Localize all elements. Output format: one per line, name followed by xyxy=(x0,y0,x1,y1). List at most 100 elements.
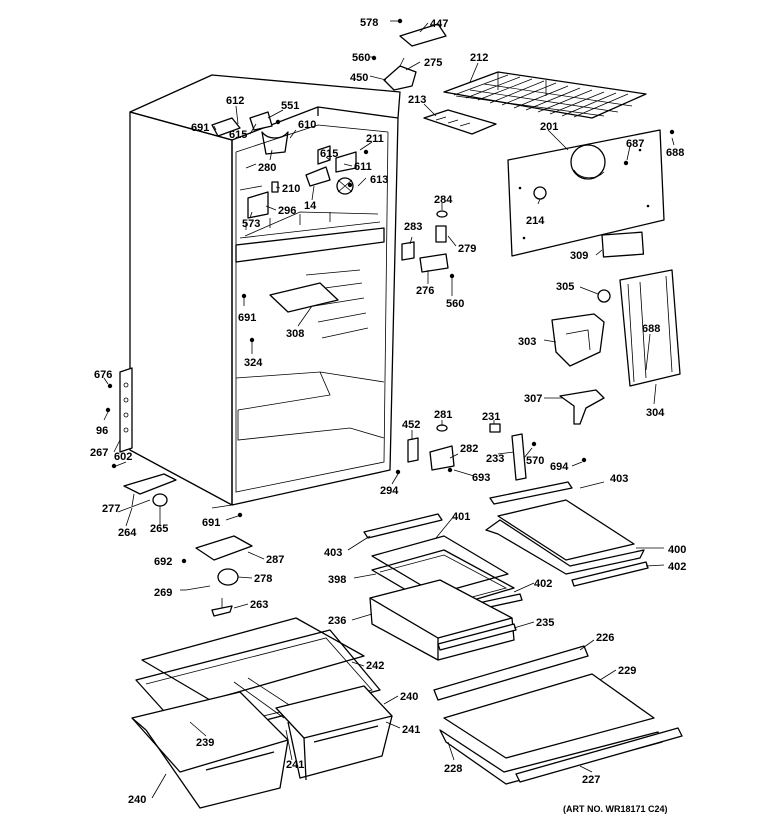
art-number-credit: (ART NO. WR18171 C24) xyxy=(563,804,668,814)
part-label-263: 263 xyxy=(250,599,268,611)
part-label-691b: 691 xyxy=(238,312,256,324)
fasteners xyxy=(105,18,675,564)
glass-shelf-229 xyxy=(443,673,655,759)
knob-305 xyxy=(597,289,611,303)
rail-235 xyxy=(437,623,517,651)
part-label-231: 231 xyxy=(482,411,500,423)
bracket-275-450 xyxy=(383,57,417,91)
hinge-277 xyxy=(123,473,177,495)
rail-227 xyxy=(515,727,683,783)
part-label-691a: 691 xyxy=(191,122,209,134)
part-label-324: 324 xyxy=(244,357,263,369)
part-label-240a: 240 xyxy=(400,691,418,703)
screw-264 xyxy=(117,499,151,513)
part-284 xyxy=(436,210,448,218)
part-label-403a: 403 xyxy=(610,473,628,485)
part-label-265: 265 xyxy=(150,523,168,535)
part-label-281: 281 xyxy=(434,409,452,421)
part-label-452: 452 xyxy=(402,419,420,431)
shelf-rail-402a xyxy=(571,561,649,587)
part-label-402b: 402 xyxy=(534,578,552,590)
part-label-693: 693 xyxy=(472,472,490,484)
part-label-228: 228 xyxy=(444,763,462,775)
part-label-400: 400 xyxy=(668,544,686,556)
part-label-282: 282 xyxy=(460,443,478,455)
part-label-284: 284 xyxy=(434,194,453,206)
refrigerator-cabinet xyxy=(129,74,401,509)
part-label-287: 287 xyxy=(266,554,284,566)
part-label-304: 304 xyxy=(646,407,665,419)
drawer-cover-242 xyxy=(141,617,365,701)
rail-226 xyxy=(433,645,589,701)
hinge-rail-left xyxy=(119,367,133,453)
part-label-570: 570 xyxy=(526,455,544,467)
control-housing-303 xyxy=(551,313,605,367)
part-label-267: 267 xyxy=(90,447,108,459)
part-label-294: 294 xyxy=(380,485,399,497)
leveler-263 xyxy=(211,605,233,617)
part-label-212: 212 xyxy=(470,52,488,64)
part-label-694: 694 xyxy=(550,461,569,473)
leader-lines xyxy=(103,20,675,799)
hinge-282 xyxy=(429,445,455,471)
shelf-rail-403a xyxy=(489,481,573,505)
part-label-611: 611 xyxy=(354,161,372,173)
part-label-227: 227 xyxy=(582,774,600,786)
part-279 xyxy=(435,225,447,243)
part-label-307: 307 xyxy=(524,393,542,405)
screw-269 xyxy=(185,585,211,591)
part-label-213: 213 xyxy=(408,94,426,106)
part-label-277: 277 xyxy=(102,503,120,515)
part-label-613: 613 xyxy=(370,174,388,186)
part-label-398: 398 xyxy=(328,574,346,586)
shelf-308 xyxy=(269,282,339,313)
glass-shelf-400 xyxy=(485,499,645,575)
meat-pan-236 xyxy=(369,579,515,661)
freezer-shelf-212 xyxy=(443,71,647,119)
ice-tray-213 xyxy=(423,109,497,135)
part-label-226: 226 xyxy=(596,632,614,644)
part-label-278: 278 xyxy=(254,573,272,585)
grille-447 xyxy=(399,23,447,47)
part-231 xyxy=(489,423,501,433)
part-label-214: 214 xyxy=(526,215,545,227)
part-label-264: 264 xyxy=(118,527,137,539)
part-label-236: 236 xyxy=(328,615,346,627)
part-label-210: 210 xyxy=(282,183,300,195)
part-label-560b: 560 xyxy=(446,298,464,310)
part-label-615b: 615 xyxy=(320,148,338,160)
part-label-239: 239 xyxy=(196,737,214,749)
part-label-602: 602 xyxy=(114,451,132,463)
part-label-403b: 403 xyxy=(324,547,342,559)
crisper-drawer-left xyxy=(131,691,289,809)
part-label-578: 578 xyxy=(360,17,378,29)
part-label-615a: 615 xyxy=(229,129,247,141)
control-panel-304 xyxy=(619,269,681,387)
part-label-303: 303 xyxy=(518,336,536,348)
part-label-269: 269 xyxy=(154,587,172,599)
shelf-rail-403b xyxy=(363,513,443,539)
part-276 xyxy=(419,253,449,273)
part-label-211: 211 xyxy=(366,133,384,145)
part-label-201: 201 xyxy=(540,121,558,133)
part-label-283: 283 xyxy=(404,221,422,233)
part-label-280: 280 xyxy=(258,162,276,174)
part-label-450: 450 xyxy=(350,72,368,84)
part-label-560a: 560 xyxy=(352,52,370,64)
bracket-287 xyxy=(195,535,253,561)
part-label-688a: 688 xyxy=(666,147,684,159)
part-label-96: 96 xyxy=(96,425,108,437)
part-label-14: 14 xyxy=(304,200,317,212)
part-label-573: 573 xyxy=(242,218,260,230)
part-label-305: 305 xyxy=(556,281,574,293)
part-label-401: 401 xyxy=(452,511,470,523)
hinge-233 xyxy=(511,433,527,481)
part-265 xyxy=(152,493,168,507)
part-452 xyxy=(407,437,419,463)
part-label-688b: 688 xyxy=(642,323,660,335)
part-label-235: 235 xyxy=(536,617,554,629)
part-label-676: 676 xyxy=(94,369,112,381)
part-label-692: 692 xyxy=(154,556,172,568)
part-label-610: 610 xyxy=(298,119,316,131)
